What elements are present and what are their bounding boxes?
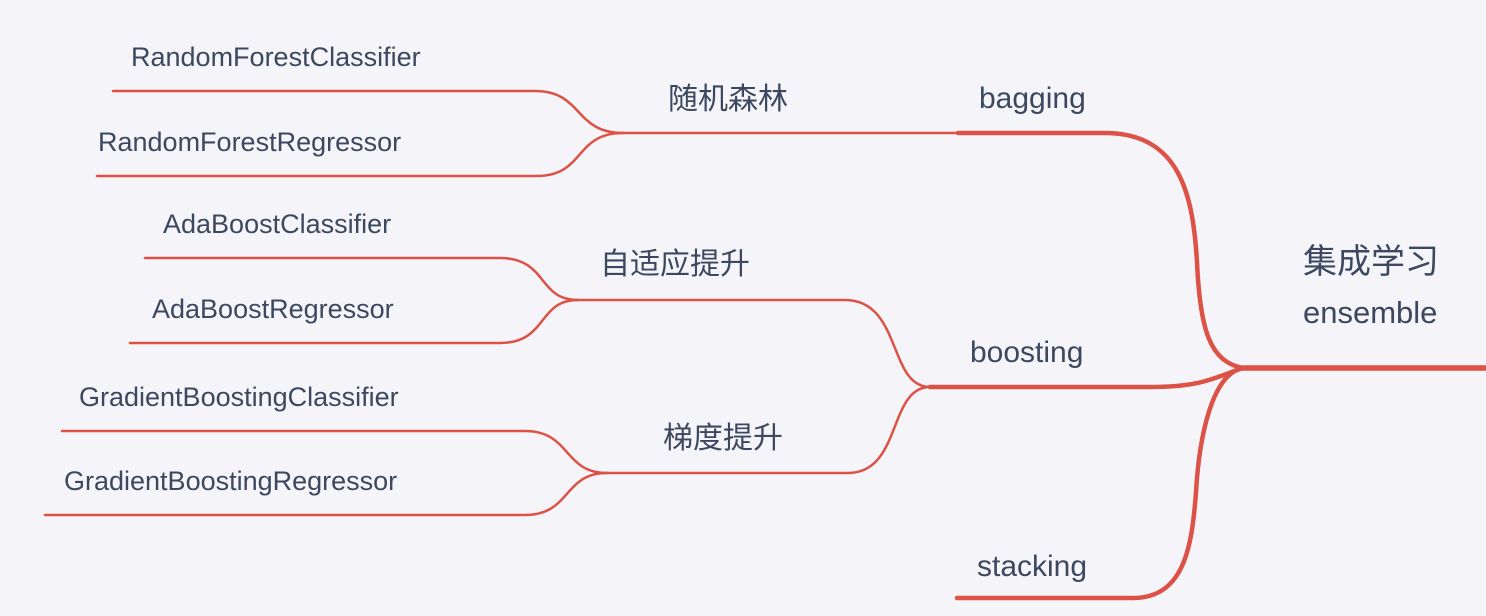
node-adaboostclassifier[interactable]: AdaBoostClassifier	[163, 209, 392, 239]
node-adaptive-boosting-cn[interactable]: 自适应提升	[600, 248, 750, 281]
root-subtitle[interactable]: ensemble	[1303, 295, 1438, 330]
node-stacking[interactable]: stacking	[977, 550, 1088, 583]
link-gradientboostingregressor	[43, 471, 609, 517]
node-randomforestregressor[interactable]: RandomForestRegressor	[98, 127, 402, 157]
node-gradientboostingclassifier[interactable]: GradientBoostingClassifier	[79, 382, 399, 412]
link-gradientboostingclassifier	[60, 429, 609, 475]
link-randomforestclassifier	[111, 89, 625, 135]
link-adaboostclassifier	[143, 256, 580, 302]
node-boosting[interactable]: boosting	[970, 336, 1084, 369]
link-adaboostregressor	[128, 298, 580, 345]
link-boosting-root	[927, 365, 1246, 390]
link-adaptive-boosting	[576, 298, 932, 389]
node-gradientboostingregressor[interactable]: GradientBoostingRegressor	[64, 466, 398, 496]
node-adaboostregressor[interactable]: AdaBoostRegressor	[152, 294, 394, 324]
link-randomforestregressor	[95, 131, 625, 178]
node-bagging[interactable]: bagging	[979, 82, 1086, 115]
node-random-forest-cn[interactable]: 随机森林	[668, 83, 788, 116]
link-gradient-boosting	[605, 385, 932, 475]
node-gradient-boosting-cn[interactable]: 梯度提升	[663, 422, 783, 455]
link-bagging-root	[955, 130, 1246, 371]
node-randomforestclassifier[interactable]: RandomForestClassifier	[131, 42, 421, 72]
root-title[interactable]: 集成学习	[1303, 243, 1439, 281]
link-stacking-root	[954, 365, 1246, 601]
